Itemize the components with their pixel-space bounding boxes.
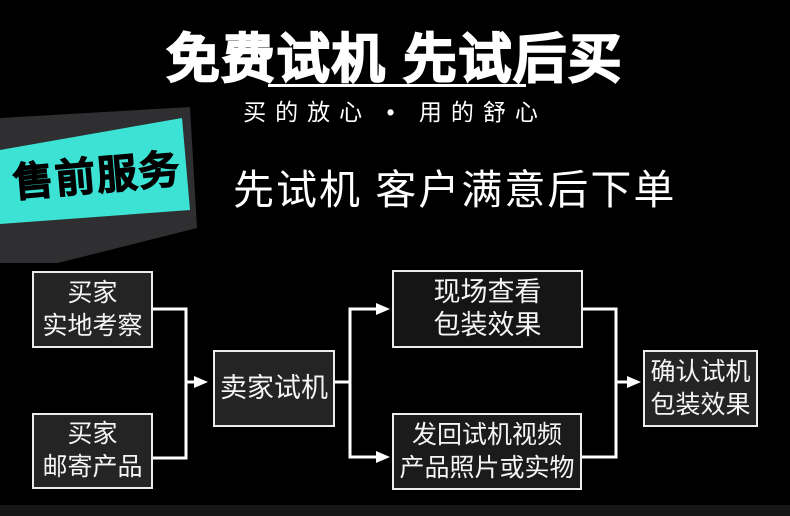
connector-left-group: [151, 307, 198, 460]
arrowhead-into-seller-test: [194, 376, 208, 388]
bottom-edge-strip: [0, 505, 790, 516]
arrowhead-into-send-back: [376, 451, 390, 463]
headline-text: 先试机 客户满意后下单: [233, 167, 677, 213]
subtitle-text: 买的放心 • 用的舒心: [243, 99, 547, 125]
flow-node-buyer-visit: 买家 实地考察: [32, 271, 153, 348]
node-line: 实地考察: [42, 311, 143, 340]
arrowhead-into-confirm: [627, 376, 641, 388]
connector-mid-split: [333, 307, 379, 459]
flow-node-buyer-mail: 买家 邮寄产品: [32, 413, 153, 489]
node-line: 邮寄产品: [42, 453, 143, 481]
node-line: 包装效果: [650, 390, 751, 419]
node-line: 确认试机: [650, 357, 751, 386]
node-line: 买家: [67, 420, 118, 448]
connector-right-merge: [580, 307, 630, 459]
flow-node-seller-test: 卖家试机: [213, 350, 335, 427]
node-line: 买家: [67, 278, 118, 307]
node-line: 发回试机视频: [411, 420, 562, 449]
title-divider: [268, 84, 526, 87]
flow-node-send-back: 发回试机视频 产品照片或实物: [392, 413, 582, 490]
node-line: 包装效果: [433, 310, 542, 340]
node-line: 卖家试机: [220, 373, 328, 403]
node-line: 产品照片或实物: [399, 453, 575, 482]
flow-node-confirm: 确认试机 包装效果: [643, 350, 758, 427]
page-title: 免费试机 先试后买: [166, 29, 624, 90]
arrowhead-into-onsite-view: [376, 303, 390, 315]
flow-node-onsite-view: 现场查看 包装效果: [392, 270, 583, 348]
node-line: 现场查看: [433, 277, 542, 307]
